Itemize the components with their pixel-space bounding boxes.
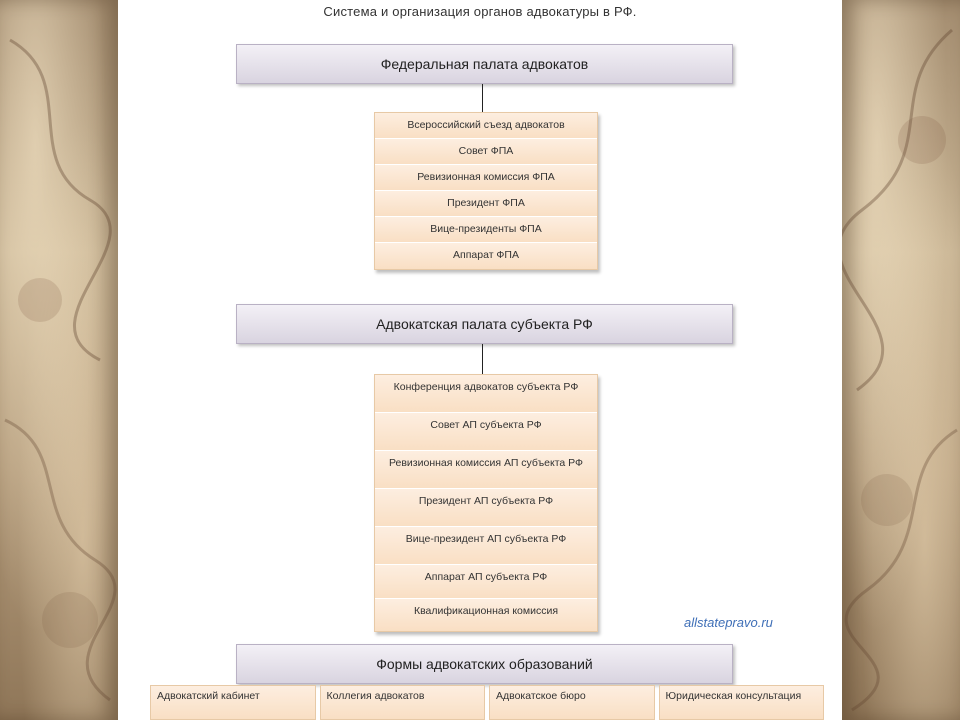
form-item: Коллегия адвокатов bbox=[319, 685, 485, 720]
regional-item: Совет АП субъекта РФ bbox=[375, 413, 597, 451]
floral-swirl-left bbox=[4, 38, 117, 702]
regional-item: Аппарат АП субъекта РФ bbox=[375, 565, 597, 599]
left-decorative-panel bbox=[0, 0, 118, 720]
regional-connector bbox=[482, 344, 483, 374]
regional-item: Вице-президент АП субъекта РФ bbox=[375, 527, 597, 565]
right-decorative-panel bbox=[842, 0, 960, 720]
federal-item: Аппарат ФПА bbox=[375, 243, 597, 269]
watermark: allstatepravo.ru bbox=[684, 615, 773, 630]
federal-item: Вице-президенты ФПА bbox=[375, 217, 597, 243]
diagram-sheet: Система и организация органов адвокатуры… bbox=[118, 0, 842, 720]
federal-item: Ревизионная комиссия ФПА bbox=[375, 165, 597, 191]
form-item: Адвокатское бюро bbox=[489, 685, 655, 720]
regional-item: Квалификационная комиссия bbox=[375, 599, 597, 631]
forms-header: Формы адвокатских образований bbox=[236, 644, 733, 684]
regional-item: Ревизионная комиссия АП субъекта РФ bbox=[375, 451, 597, 489]
regional-item: Конференция адвокатов субъекта РФ bbox=[375, 375, 597, 413]
form-item: Адвокатский кабинет bbox=[150, 685, 316, 720]
federal-header: Федеральная палата адвокатов bbox=[236, 44, 733, 84]
form-item: Юридическая консультация bbox=[658, 685, 824, 720]
floral-swirl-right bbox=[842, 28, 958, 712]
federal-item: Совет ФПА bbox=[375, 139, 597, 165]
federal-connector bbox=[482, 84, 483, 112]
diagram-title: Система и организация органов адвокатуры… bbox=[323, 4, 637, 19]
regional-header: Адвокатская палата субъекта РФ bbox=[236, 304, 733, 344]
federal-item: Всероссийский съезд адвокатов bbox=[375, 113, 597, 139]
federal-item: Президент ФПА bbox=[375, 191, 597, 217]
regional-item: Президент АП субъекта РФ bbox=[375, 489, 597, 527]
